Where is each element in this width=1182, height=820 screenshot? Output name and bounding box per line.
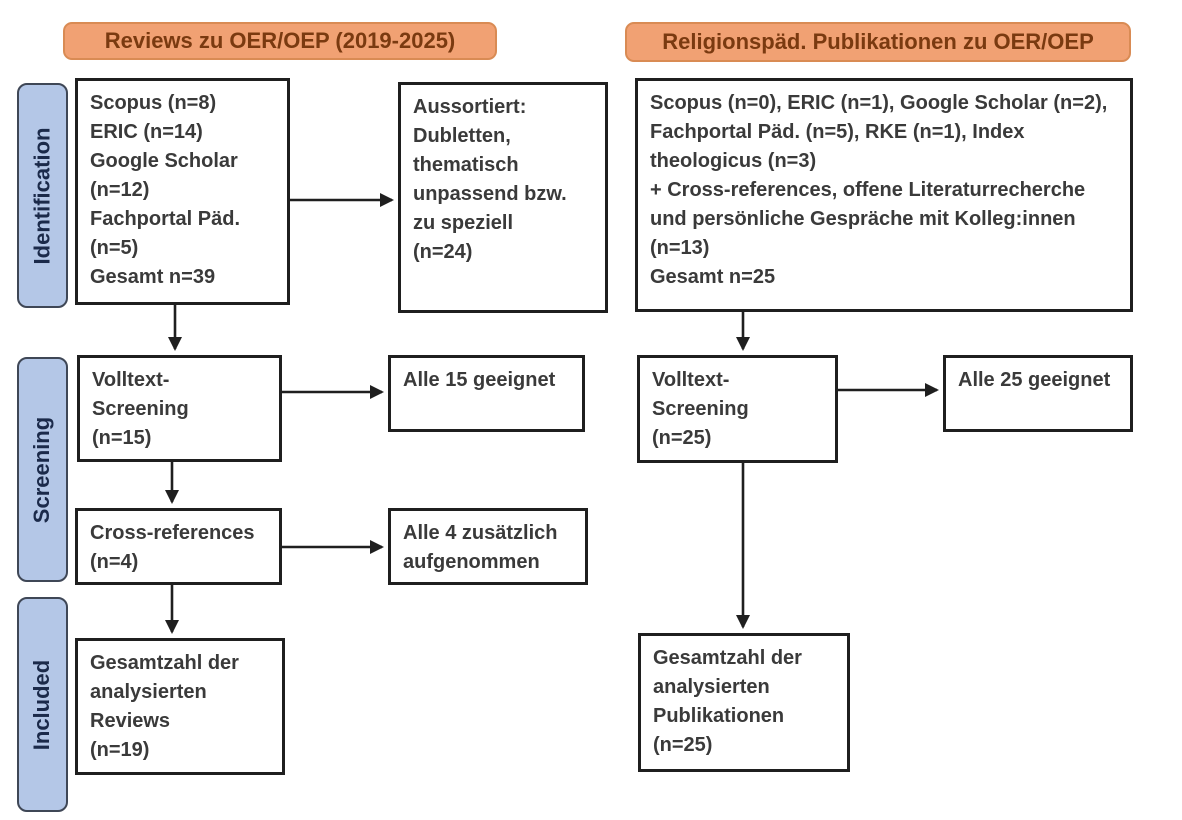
box-left-eligible: Alle 15 geeignet: [388, 355, 585, 432]
box-left-total: Gesamtzahl der analysierten Reviews (n=1…: [75, 638, 285, 775]
box-left-sources: Scopus (n=8) ERIC (n=14) Google Scholar …: [75, 78, 290, 305]
stage-label-identification-text: Identification: [29, 127, 55, 264]
box-right-total: Gesamtzahl der analysierten Publikatione…: [638, 633, 850, 772]
box-right-sources: Scopus (n=0), ERIC (n=1), Google Scholar…: [635, 78, 1133, 312]
column-header-reviews: Reviews zu OER/OEP (2019-2025): [63, 22, 497, 60]
stage-label-identification: Identification: [17, 83, 68, 308]
box-left-excluded: Aussortiert: Dubletten, thematisch unpas…: [398, 82, 608, 313]
stage-label-included: Included: [17, 597, 68, 812]
column-header-religionspaed-label: Religionspäd. Publikationen zu OER/OEP: [662, 29, 1094, 54]
box-right-eligible: Alle 25 geeignet: [943, 355, 1133, 432]
stage-label-included-text: Included: [29, 659, 55, 750]
stage-label-screening-text: Screening: [29, 416, 55, 523]
box-left-fulltext-screening: Volltext- Screening (n=15): [77, 355, 282, 462]
box-left-added: Alle 4 zusätzlich aufgenommen: [388, 508, 588, 585]
column-header-religionspaed: Religionspäd. Publikationen zu OER/OEP: [625, 22, 1131, 62]
box-left-cross-references: Cross-references (n=4): [75, 508, 282, 585]
stage-label-screening: Screening: [17, 357, 68, 582]
column-header-reviews-label: Reviews zu OER/OEP (2019-2025): [104, 28, 456, 53]
box-right-fulltext-screening: Volltext- Screening (n=25): [637, 355, 838, 463]
